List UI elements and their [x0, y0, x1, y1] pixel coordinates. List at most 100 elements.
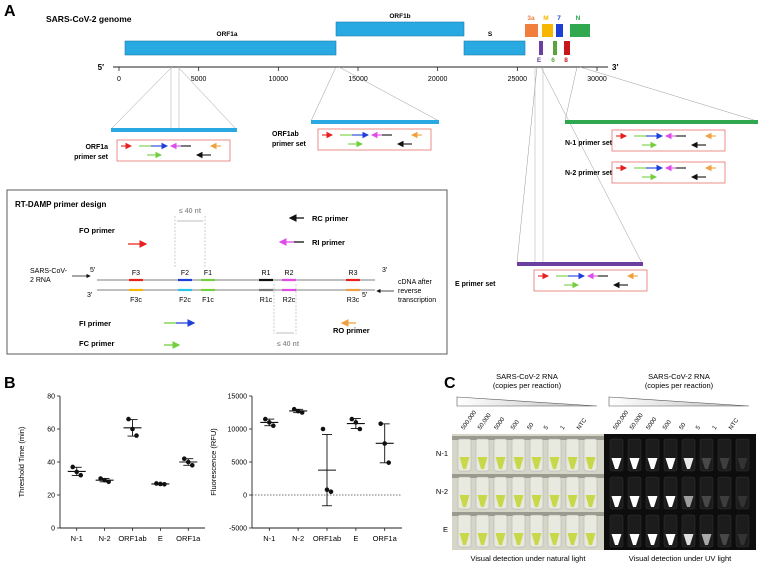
tube-fluorescence — [629, 496, 640, 507]
tube-fluorescence — [719, 534, 730, 545]
row-label: N-1 — [436, 449, 448, 458]
natural-column-label: 5 — [543, 424, 550, 431]
y-tick-label: 20 — [47, 493, 55, 500]
data-point — [295, 408, 301, 414]
le40-top-bracket — [174, 216, 206, 268]
data-point — [158, 481, 163, 487]
tube-fluorescence — [683, 496, 694, 507]
tube-fluorescence — [647, 458, 658, 469]
data-point — [353, 420, 359, 425]
site-top-label: F1 — [204, 270, 212, 277]
tube-solution — [585, 533, 596, 545]
x-tick-label: ORF1a — [373, 534, 398, 543]
data-point — [320, 426, 326, 432]
fc-primer-label: FC primer — [79, 339, 115, 348]
data-point — [126, 416, 131, 422]
tube-solution — [567, 533, 578, 545]
orf1a-zoom-bar — [111, 128, 237, 132]
genome-tick-label: 20000 — [428, 76, 448, 83]
y-tick-label: 0 — [243, 493, 247, 500]
tube-fluorescence — [665, 458, 676, 469]
rna-label-2: 2 RNA — [30, 277, 51, 284]
natural-column-label: NTC — [576, 417, 588, 431]
gene-n-label: N — [576, 15, 581, 22]
natural-caption: Visual detection under natural light — [471, 554, 587, 563]
data-point — [349, 416, 355, 422]
y-tick-label: 40 — [47, 460, 55, 467]
zoom-connectors — [110, 66, 758, 264]
gene-orf1a-label: ORF1a — [217, 31, 238, 38]
panel-label-b: B — [4, 375, 16, 392]
tube-rack — [452, 512, 604, 516]
primer-set-boxes — [116, 128, 726, 292]
cdna-label-3: transcription — [398, 297, 436, 304]
natural-column-label: 50,000 — [477, 412, 493, 431]
site-top-label: R3 — [349, 270, 358, 277]
gene-6-label: 6 — [551, 57, 555, 64]
site-bottom-label: F1c — [202, 297, 214, 304]
natural-column-label: 500 — [510, 419, 521, 431]
tube-fluorescence — [737, 534, 748, 545]
gene-m — [542, 24, 553, 37]
data-point — [162, 481, 167, 487]
ri-primer-label: RI primer — [312, 238, 345, 247]
genome-tick-label: 30000 — [587, 76, 607, 83]
tube-solution — [459, 457, 470, 469]
uv-column-label: 1 — [712, 424, 719, 431]
n1-primer-set-label: N-1 primer set — [565, 140, 613, 147]
tube-solution — [459, 533, 470, 545]
tube-rack — [452, 474, 604, 478]
tube-solution — [549, 533, 560, 545]
natural-header-2: (copies per reaction) — [493, 381, 562, 390]
primer-set-box-e — [533, 269, 648, 292]
tube-fluorescence — [629, 534, 640, 545]
panel-label-a: A — [4, 3, 16, 20]
uv-photo-background — [604, 434, 756, 550]
data-point — [357, 426, 363, 432]
site-bottom-label: F3c — [130, 297, 142, 304]
data-point — [189, 463, 195, 468]
x-tick-label: N-2 — [292, 534, 304, 543]
x-tick-label: E — [158, 534, 163, 543]
tube-fluorescence — [611, 458, 622, 469]
site-top-label: R1 — [262, 270, 271, 277]
tube-solution — [495, 457, 506, 469]
tube-rack — [452, 436, 604, 440]
tube-solution — [459, 495, 470, 507]
x-tick-label: N-2 — [99, 534, 111, 543]
gene-orf1b — [335, 21, 465, 37]
fi-primer-label: FI primer — [79, 319, 111, 328]
top-strand-3prime: 3′ — [382, 267, 388, 274]
tube-solution — [549, 457, 560, 469]
uv-column-label: 5000 — [646, 416, 659, 431]
primer-set-box-orf1ab — [317, 128, 432, 151]
natural-header-1: SARS-CoV-2 RNA — [496, 372, 558, 381]
natural-column-label: 500,000 — [461, 409, 479, 431]
data-point — [299, 410, 305, 415]
data-point — [291, 406, 297, 412]
data-point — [378, 421, 383, 427]
natural-column-label: 5000 — [494, 416, 507, 431]
data-point — [74, 469, 80, 475]
zoom-guides — [170, 67, 544, 263]
data-point — [181, 456, 187, 462]
tube-fluorescence — [683, 458, 694, 469]
tube-solution — [513, 457, 524, 469]
gene-orf1a — [124, 40, 337, 56]
primer-set-box-orf1a — [116, 139, 231, 162]
x-tick-label: N-1 — [263, 534, 275, 543]
genome-tick-label: 15000 — [348, 76, 368, 83]
tube-fluorescence — [737, 496, 748, 507]
y-tick-label: 15000 — [228, 394, 248, 401]
uv-column-label: 500,000 — [613, 409, 631, 431]
tube-fluorescence — [665, 496, 676, 507]
le40-top-label: ≤ 40 nt — [179, 208, 202, 215]
tube-fluorescence — [665, 534, 676, 545]
site-bottom-label: R3c — [347, 297, 360, 304]
gene-3a-label: 3a — [527, 15, 535, 22]
site-top-label: F2 — [181, 270, 189, 277]
y-tick-label: 60 — [47, 427, 55, 434]
gene-s — [463, 40, 526, 56]
